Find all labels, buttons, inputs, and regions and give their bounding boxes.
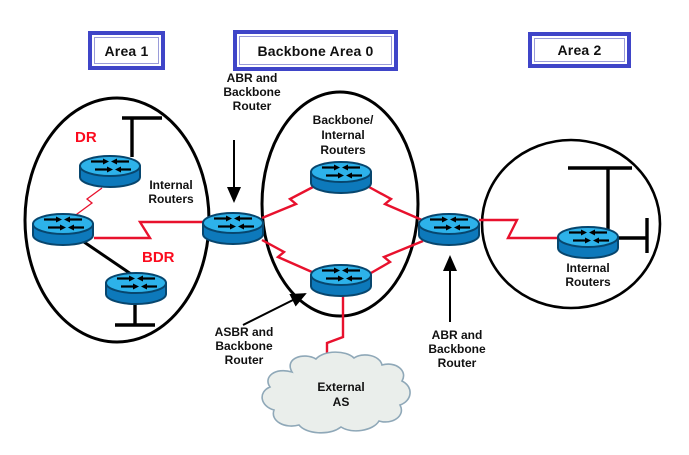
backbone-internal-label-line: Routers	[320, 143, 366, 157]
area2-internal-router-icon	[556, 225, 620, 260]
area1-hub-router-icon	[31, 212, 95, 247]
backbone-internal-label-line: Internal	[321, 128, 365, 142]
backbone-internal-router-icon	[309, 160, 373, 195]
abr-right-label-line: ABR and	[431, 328, 483, 342]
area1-internal-routers-label: Internal Routers	[131, 178, 211, 206]
link-abr-right-to-area2-internal	[479, 218, 557, 240]
area2-title: Area 2	[557, 42, 602, 58]
abr-left-label-line: Router	[232, 99, 272, 113]
asbr-label: ASBR and Backbone Router	[198, 325, 290, 367]
area1-title-box: Area 1	[88, 31, 165, 70]
ethernet-segment-area2-right	[616, 218, 649, 253]
asbr-label-line: Router	[224, 353, 264, 367]
link-hub-to-bdr	[83, 240, 132, 276]
ethernet-segment-area2-top	[568, 166, 632, 230]
backbone-internal-label-line: Backbone/	[312, 113, 374, 127]
asbr-label-line: Backbone	[215, 339, 273, 353]
backbone-area0-title-box: Backbone Area 0	[233, 30, 398, 71]
area1-internal-label-line: Routers	[148, 192, 194, 206]
abr-left-label-line: ABR and	[226, 71, 278, 85]
dr-label: DR	[75, 129, 97, 146]
link-backbone-router-to-abr-right	[368, 185, 423, 222]
external-as-label-line: AS	[332, 395, 350, 409]
link-dr-to-hub	[72, 187, 103, 218]
backbone-internal-routers-label: Backbone/ Internal Routers	[296, 113, 390, 158]
area2-boundary-circle	[480, 138, 662, 310]
abr-right-label: ABR and Backbone Router	[412, 328, 502, 370]
ethernet-segment-area1-bottom	[115, 303, 155, 327]
abr-left-router-icon	[201, 211, 265, 246]
abr-right-label-line: Backbone	[428, 342, 486, 356]
abr-right-label-line: Router	[437, 356, 477, 370]
backbone-area0-title: Backbone Area 0	[257, 42, 374, 59]
abr-right-router-icon	[417, 212, 481, 247]
asbr-router-icon	[309, 263, 373, 298]
backbone-area0-boundary-ellipse	[260, 90, 420, 318]
asbr-label-line: ASBR and	[214, 325, 274, 339]
bdr-router-icon	[104, 271, 168, 306]
link-asbr-to-abr-right	[370, 239, 424, 275]
area1-internal-label-line: Internal	[149, 178, 193, 192]
external-as-cloud	[261, 351, 411, 434]
link-hub-to-abr-left	[94, 220, 203, 240]
area2-title-box: Area 2	[528, 32, 631, 68]
bdr-label: BDR	[142, 249, 175, 266]
area2-internal-label-line: Routers	[565, 275, 611, 289]
area2-internal-label-line: Internal	[566, 261, 610, 275]
arrow-to-asbr	[242, 293, 307, 326]
link-abr-left-to-asbr	[261, 238, 313, 274]
external-as-label-line: External	[317, 380, 365, 394]
external-as-label: External AS	[299, 380, 383, 410]
ethernet-segment-area1-top	[122, 116, 162, 157]
abr-left-label-line: Backbone	[223, 85, 281, 99]
link-backbone-router-to-abr-left	[261, 185, 314, 220]
abr-left-label: ABR and Backbone Router	[207, 71, 297, 113]
area2-internal-routers-label: Internal Routers	[547, 261, 629, 289]
area1-title: Area 1	[104, 42, 149, 59]
